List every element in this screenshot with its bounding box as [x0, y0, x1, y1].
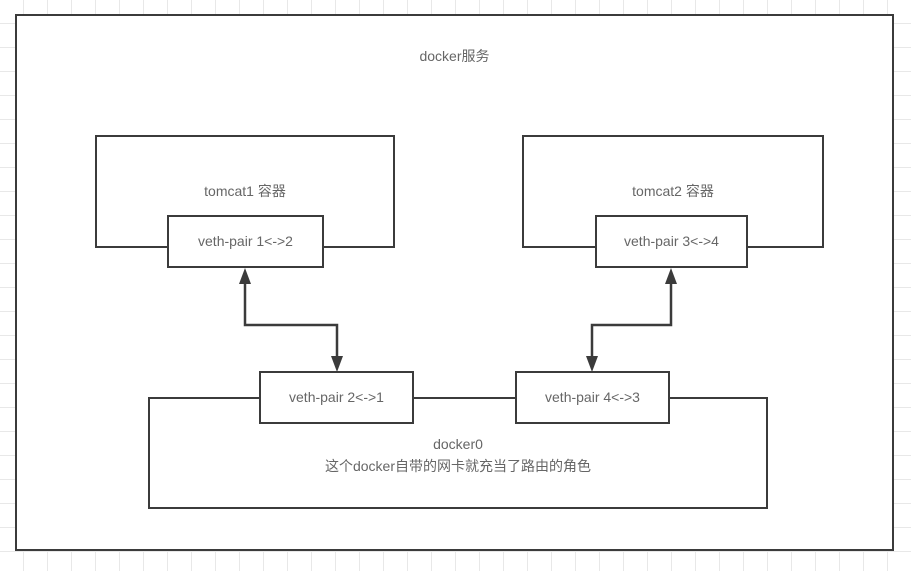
tomcat2-container-label: tomcat2 容器	[632, 183, 714, 199]
diagram-title: docker服务	[419, 48, 490, 64]
veth-pair-4-label: veth-pair 4<->3	[545, 389, 640, 405]
docker0-description-label: 这个docker自带的网卡就充当了路由的角色	[324, 458, 592, 474]
veth-pair-1-label: veth-pair 1<->2	[198, 233, 293, 249]
veth-pair-1-box	[167, 215, 324, 268]
veth-pair-2-label: veth-pair 2<->1	[289, 389, 384, 405]
veth-pair-3-box	[595, 215, 748, 268]
docker0-name-label: docker0	[433, 436, 483, 452]
tomcat1-container-label: tomcat1 容器	[204, 183, 286, 199]
veth-pair-2-box	[259, 371, 414, 424]
veth-pair-4-box	[515, 371, 670, 424]
veth-pair-3-label: veth-pair 3<->4	[624, 233, 719, 249]
docker0-inner-connector	[414, 397, 516, 399]
